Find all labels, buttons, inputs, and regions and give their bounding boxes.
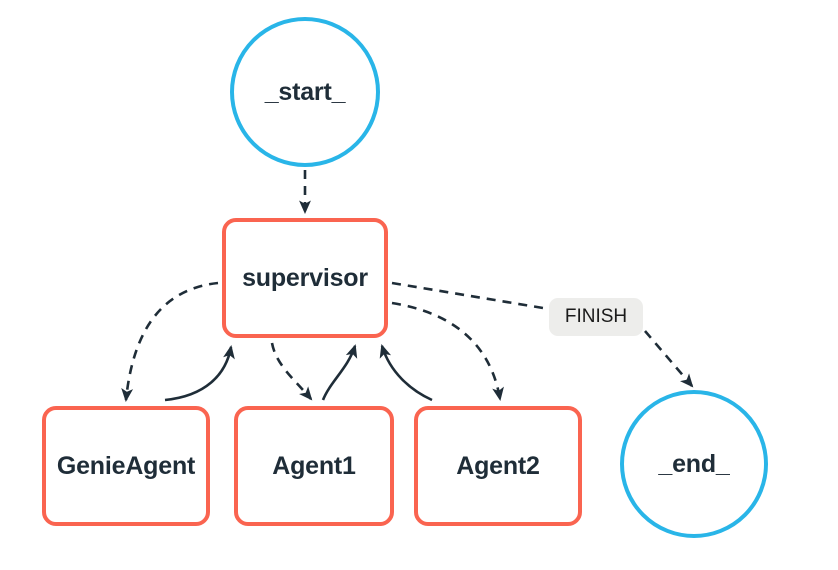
node-agent2[interactable]: Agent2 (414, 406, 582, 526)
node-supervisor-label: supervisor (242, 263, 368, 292)
edge-supervisor-to-genieagent (121, 281, 219, 403)
edge-supervisor-to-finish (391, 281, 550, 311)
edge-finish-to-end (644, 330, 694, 388)
node-supervisor[interactable]: supervisor (222, 218, 388, 338)
node-start[interactable]: _start_ (230, 17, 380, 167)
edge-genieagent-to-supervisor (164, 345, 235, 402)
node-agent1-label: Agent1 (272, 451, 356, 480)
node-end[interactable]: _end_ (620, 390, 768, 538)
edge-label-finish-text: FINISH (564, 306, 628, 327)
edge-supervisor-to-agent1 (270, 342, 313, 401)
node-genieagent-label: GenieAgent (56, 451, 196, 480)
edge-supervisor-to-agent2 (391, 301, 504, 401)
node-agent2-label: Agent2 (456, 451, 540, 480)
edge-label-finish: FINISH (549, 298, 643, 336)
node-genieagent[interactable]: GenieAgent (42, 406, 210, 526)
edge-agent1-to-supervisor (321, 344, 358, 401)
node-start-label: _start_ (264, 77, 346, 106)
node-end-label: _end_ (658, 449, 730, 478)
edge-agent2-to-supervisor (379, 344, 433, 402)
node-agent1[interactable]: Agent1 (234, 406, 394, 526)
